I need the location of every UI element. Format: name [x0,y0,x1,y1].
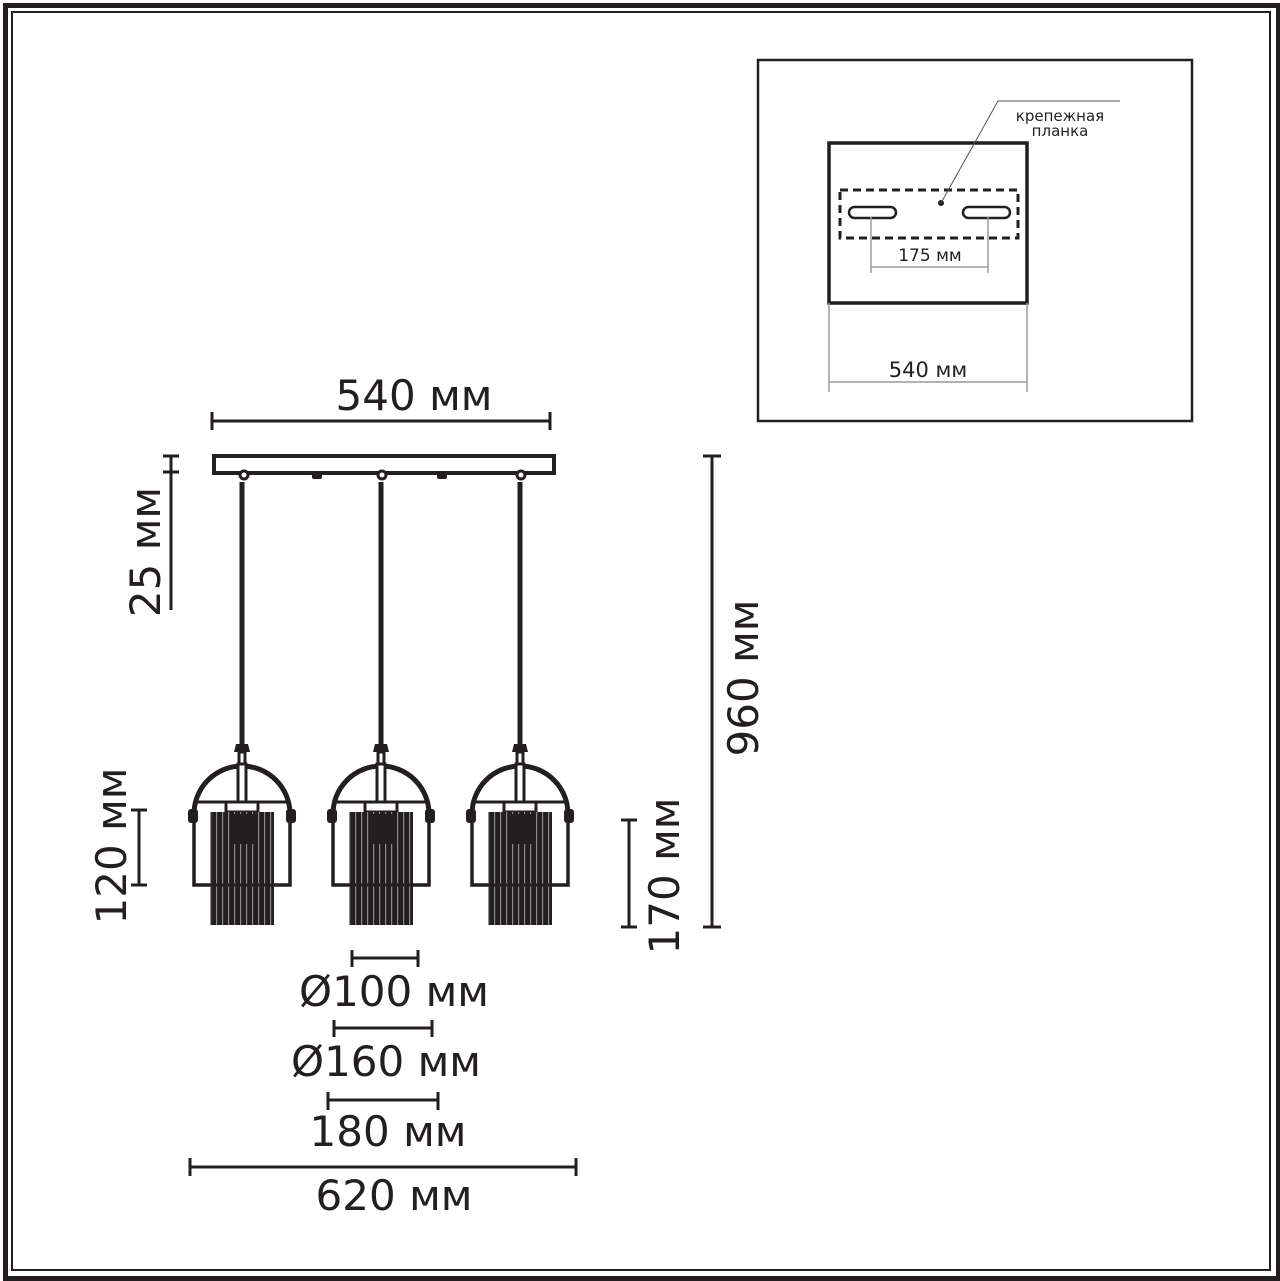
frame-width-dimension: 180 мм [310,1092,467,1156]
canopy [212,454,556,481]
lamp-left [188,482,296,925]
mount-slot-left [847,205,898,220]
shade-diameter-label: Ø100 мм [299,967,489,1016]
frame-diameter-label: Ø160 мм [291,1037,481,1086]
frame-height-label: 120 мм [87,768,136,925]
canopy-width-label: 540 мм [336,371,493,420]
shade-height-label: 170 мм [640,798,689,955]
shade-height-dimension: 170 мм [621,798,689,955]
frame-diameter-dimension: Ø160 мм [291,1020,481,1086]
callout-label-line1: крепежная [1016,107,1104,125]
frame-width-label: 180 мм [310,1107,467,1156]
slot-spacing-label: 175 мм [898,246,962,266]
drawing-frame-inner [11,11,1271,1271]
total-height-dimension: 960 мм [703,454,768,929]
total-width-label: 620 мм [316,1171,473,1220]
shade-diameter-dimension: Ø100 мм [299,950,489,1016]
total-height-label: 960 мм [719,600,768,757]
canopy-height-dimension: 25 мм [121,454,179,617]
mount-slot-right [961,205,1012,220]
lamp-right [466,482,574,925]
lamp-center [327,482,435,925]
mounting-plate-inset: крепежная планка 175 мм 540 мм [756,58,1194,423]
drawing-frame-outer [3,3,1280,1281]
callout-label-line2: планка [1032,122,1089,140]
canopy-height-label: 25 мм [121,487,170,617]
plate-width-label: 540 мм [889,358,967,382]
total-width-dimension: 620 мм [188,1158,578,1220]
canopy-width-dimension: 540 мм [210,371,552,430]
frame-height-dimension: 120 мм [87,768,147,925]
